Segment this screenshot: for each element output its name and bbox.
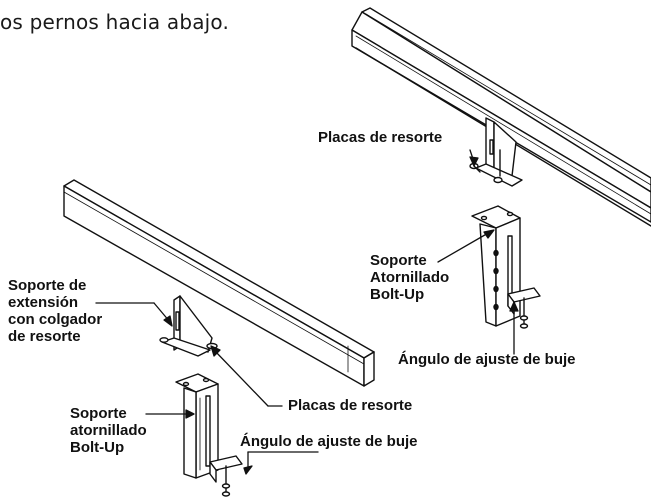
label-bolt-up-bracket-top: Soporte Atornillado Bolt-Up <box>370 252 449 303</box>
label-line: Soporte de <box>8 277 87 294</box>
label-spring-plates-top: Placas de resorte <box>318 129 443 146</box>
left-frame-rail <box>63 179 375 387</box>
bottom-bolt-up-bracket <box>175 373 243 497</box>
top-bolt-up-bracket <box>471 205 541 329</box>
label-line: Atornillado <box>370 269 450 286</box>
label-line: atornillado <box>70 422 147 439</box>
label-spring-plates-bottom: Placas de resorte <box>288 397 413 414</box>
top-spring-plates <box>469 117 523 187</box>
label-line: de resorte <box>8 328 81 345</box>
label-bushing-angle-bottom: Ángulo de ajuste de buje <box>240 433 418 450</box>
label-line: Bolt-Up <box>70 439 125 456</box>
label-bushing-angle-top: Ángulo de ajuste de buje <box>398 351 576 368</box>
instruction-caption: os pernos hacia abajo. <box>0 10 230 34</box>
label-line: Soporte <box>70 405 127 422</box>
label-line: con colgador <box>8 311 103 328</box>
label-extension-spring-hanger: Soporte de extensión con colgador de res… <box>8 277 102 345</box>
top-frame-rail <box>351 7 651 227</box>
extension-spring-hanger <box>159 295 218 357</box>
leader-lines <box>95 149 519 475</box>
label-bolt-up-bracket-bottom: Soporte atornillado Bolt-Up <box>70 405 147 456</box>
label-line: Soporte <box>370 252 427 269</box>
label-line: extensión <box>8 294 79 311</box>
label-line: Bolt-Up <box>370 286 425 303</box>
